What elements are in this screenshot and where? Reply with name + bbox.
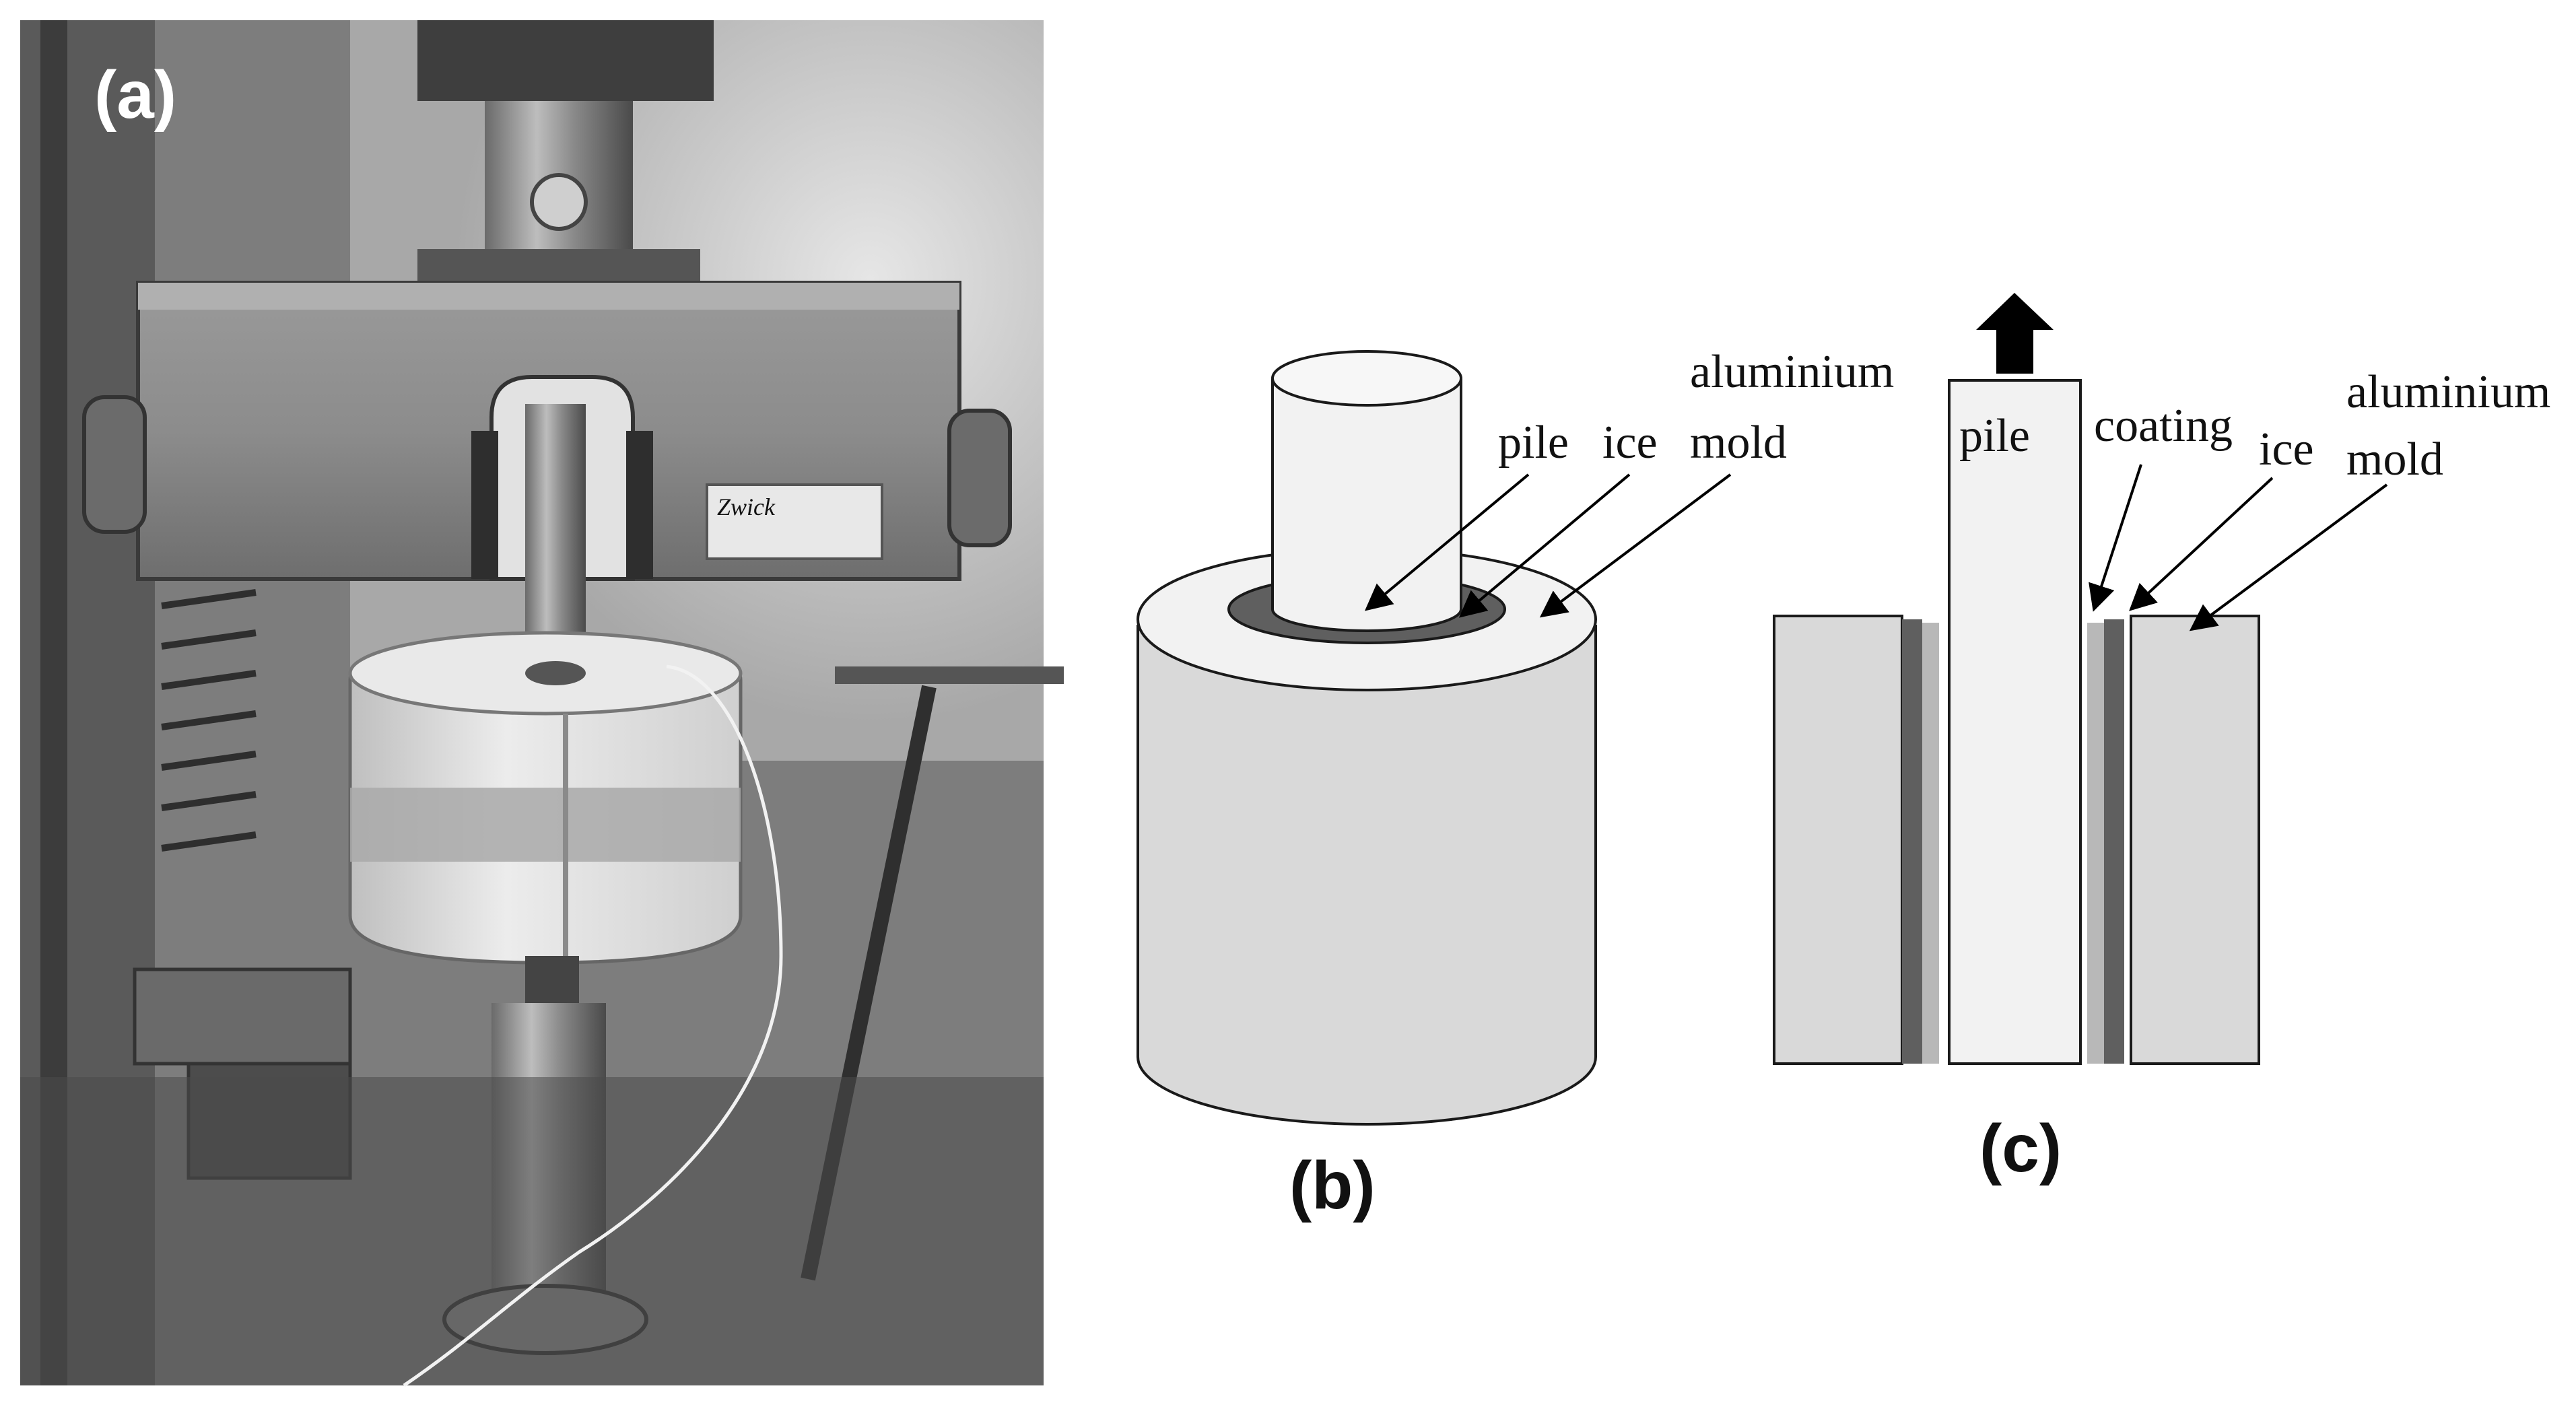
side-knob-right (947, 409, 1012, 547)
spindle-bolt (530, 173, 588, 231)
mold-body (1137, 625, 1597, 1126)
specimen (348, 631, 743, 965)
panel-label-b: (b) (1289, 1148, 1376, 1223)
coating-left (1922, 623, 1939, 1064)
label-c-pile: pile (1959, 410, 2030, 462)
bracket-left (133, 967, 352, 1066)
ice-left (1902, 619, 1922, 1064)
diagram-b: pile ice aluminium mold (b) (1137, 346, 1894, 1223)
top-flange (417, 20, 714, 101)
arrow-c-ice (2129, 477, 2274, 611)
brand-plate (706, 483, 883, 560)
diagram-c: pile coating ice aluminium mold (c) (1773, 293, 2550, 1186)
ice-right (2104, 619, 2124, 1064)
pile-cylinder (1271, 379, 1462, 632)
coating-right (2087, 623, 2104, 1064)
panel-label-c: (c) (1979, 1111, 2062, 1186)
vent-slats (161, 589, 257, 852)
label-c-coating: coating (2094, 400, 2233, 452)
crosshead-top-edge (138, 283, 959, 310)
pull-up-arrow (1976, 293, 2054, 374)
label-b-pile: pile (1498, 417, 1569, 469)
arrow-b-pile (1364, 473, 1530, 611)
arrow-b-ice (1458, 473, 1631, 618)
brand-label: Zwick (717, 493, 776, 520)
side-knob-left (82, 395, 147, 534)
mold-left (1773, 615, 1903, 1065)
arrow-c-coating (2089, 464, 2142, 612)
label-c-ice: ice (2259, 423, 2314, 475)
base-plate (20, 1077, 1044, 1385)
arrow-b-mold (1539, 473, 1732, 618)
label-b-ice: ice (1602, 417, 1658, 469)
label-c-mold-line2: mold (2346, 434, 2443, 485)
panel-label-a: (a) (94, 57, 176, 133)
pile-top-face (1271, 350, 1462, 407)
slot-jaw-left (471, 431, 498, 579)
slot-jaw-right (626, 431, 653, 579)
label-b-mold-line2: mold (1690, 417, 1787, 469)
pile-section (1948, 379, 2082, 1065)
photo-panel: Zwick (a) (20, 20, 1064, 1387)
label-b-mold-line1: aluminium (1690, 346, 1894, 398)
label-c-mold-line1: aluminium (2346, 366, 2550, 418)
thermocouple-wire (403, 664, 783, 1387)
arrow-c-mold (2189, 483, 2388, 631)
mold-right (2130, 615, 2260, 1065)
rail-right (835, 666, 1064, 684)
